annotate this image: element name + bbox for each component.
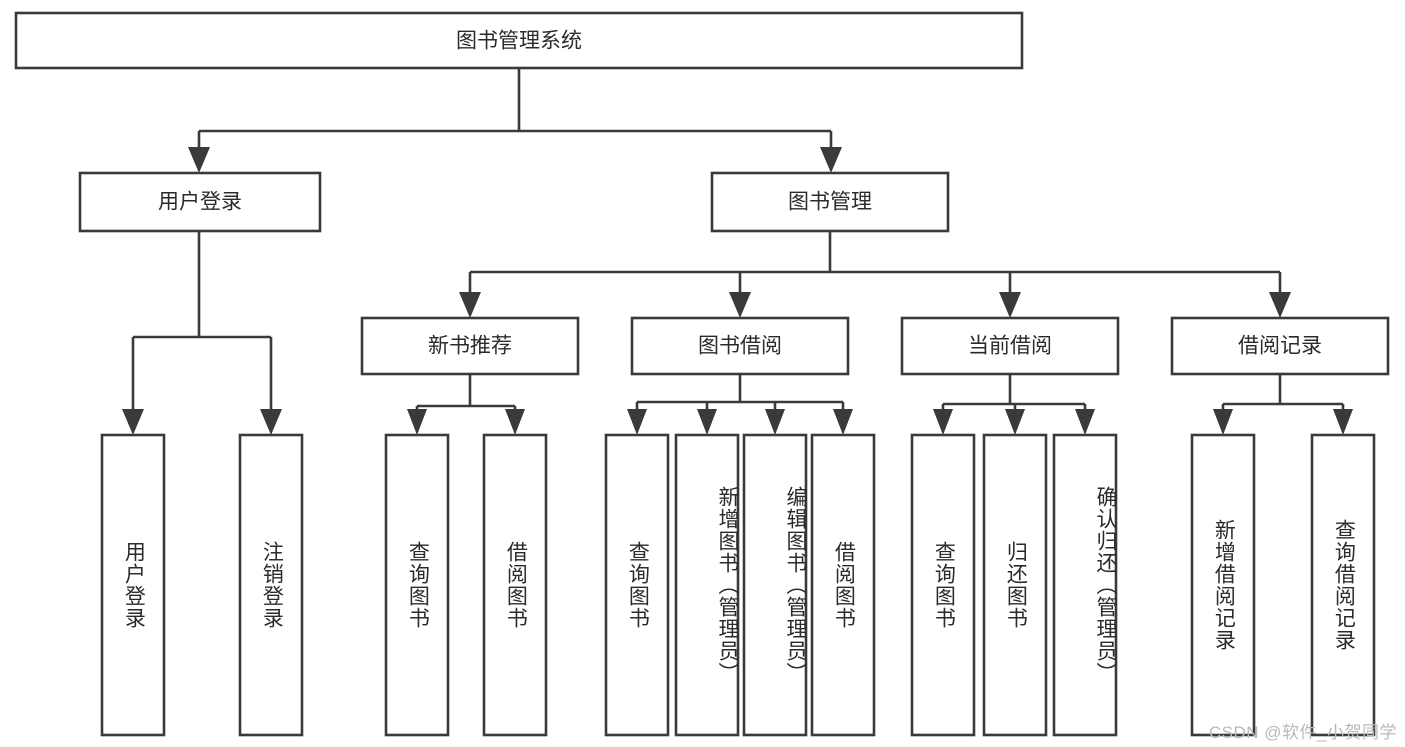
node-user-login-box[interactable] — [78, 171, 322, 233]
node-root[interactable]: 图书管理系统 — [14, 11, 1024, 70]
arrow-head-leaf-query-record — [1333, 409, 1353, 435]
leaf-box-edit-book-admin[interactable] — [742, 433, 808, 737]
node-book-management-box[interactable] — [710, 171, 950, 233]
node-book-borrow-label: 图书借阅 — [698, 335, 782, 358]
leaf-box-add-borrow-record[interactable] — [1190, 433, 1256, 737]
node-borrow-record-label: 借阅记录 — [1238, 335, 1322, 358]
arrow-head-borrow-record — [1269, 292, 1291, 318]
arrow-head-book-borrow — [729, 292, 751, 318]
node-book-management-label: 图书管理 — [788, 191, 872, 214]
arrow-head-leaf-return-book — [1005, 409, 1025, 435]
arrow-head-leaf-add-record — [1213, 409, 1233, 435]
arrow-head-book-mgmt — [820, 147, 842, 173]
node-user-login-label: 用户登录 — [158, 191, 242, 214]
node-new-book-recommend-box[interactable] — [360, 316, 580, 376]
arrow-head-leaf-add-book — [697, 409, 717, 435]
arrow-head-new-book — [459, 292, 481, 318]
arrow-head-leaf-query-book-2 — [627, 409, 647, 435]
node-book-borrow-box[interactable] — [630, 316, 850, 376]
arrow-head-leaf-borrow-book-2 — [833, 409, 853, 435]
leaf-boxes — [100, 433, 1376, 737]
leaf-box-borrow-book-new[interactable] — [482, 433, 548, 737]
arrow-head-leaf-query-book-1 — [407, 409, 427, 435]
csdn-watermark: CSDN @软件_小贺同学 — [1208, 723, 1397, 742]
node-current-borrow[interactable]: 当前借阅 — [900, 316, 1120, 376]
node-new-book-recommend-label: 新书推荐 — [428, 335, 512, 358]
arrow-head-leaf-user-login — [122, 409, 144, 435]
node-book-borrow[interactable]: 图书借阅 — [630, 316, 850, 376]
leaf-box-query-borrow-record[interactable] — [1310, 433, 1376, 737]
arrow-head-leaf-query-book-3 — [933, 409, 953, 435]
leaf-box-add-book-admin[interactable] — [674, 433, 740, 737]
node-borrow-record-box[interactable] — [1170, 316, 1390, 376]
node-borrow-record[interactable]: 借阅记录 — [1170, 316, 1390, 376]
arrow-heads — [122, 147, 1353, 435]
node-root-box[interactable] — [14, 11, 1024, 70]
leaf-box-user-login[interactable] — [100, 433, 166, 737]
arrow-head-leaf-confirm-return — [1075, 409, 1095, 435]
node-new-book-recommend[interactable]: 新书推荐 — [360, 316, 580, 376]
leaf-box-confirm-return-admin[interactable] — [1052, 433, 1118, 737]
node-current-borrow-label: 当前借阅 — [968, 335, 1052, 358]
arrow-head-leaf-logout — [260, 409, 282, 435]
leaf-box-query-book-current[interactable] — [910, 433, 976, 737]
leaf-box-borrow-book[interactable] — [810, 433, 876, 737]
leaf-box-query-book-new[interactable] — [384, 433, 450, 737]
node-user-login[interactable]: 用户登录 — [78, 171, 322, 233]
arrow-head-current-borrow — [999, 292, 1021, 318]
arrow-head-user-login — [188, 147, 210, 173]
arrow-head-leaf-borrow-book-1 — [505, 409, 525, 435]
node-book-management[interactable]: 图书管理 — [710, 171, 950, 233]
arrow-head-leaf-edit-book — [765, 409, 785, 435]
leaf-box-logout[interactable] — [238, 433, 304, 737]
node-root-label: 图书管理系统 — [456, 30, 582, 53]
leaf-box-return-book[interactable] — [982, 433, 1048, 737]
leaf-box-query-book-borrow[interactable] — [604, 433, 670, 737]
node-current-borrow-box[interactable] — [900, 316, 1120, 376]
